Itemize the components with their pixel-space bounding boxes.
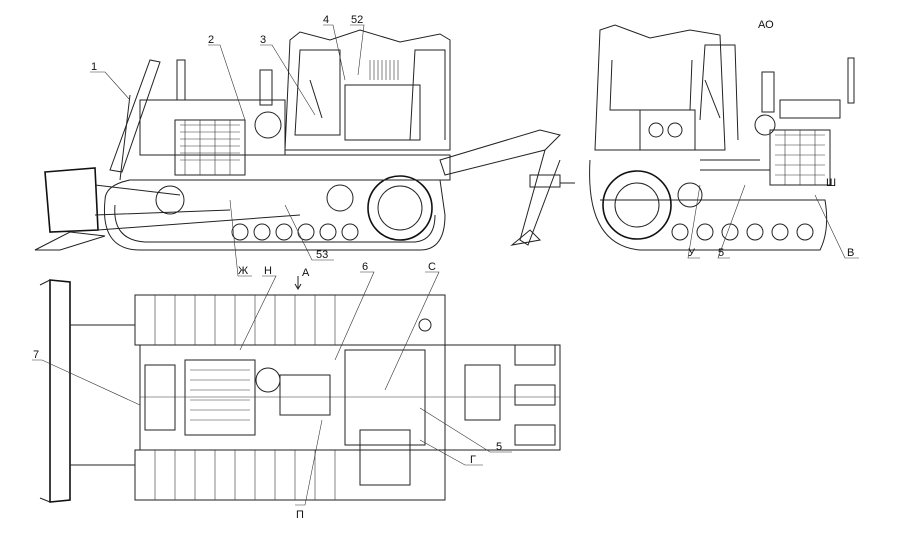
blade-plan	[49, 279, 71, 503]
label-7: 7	[33, 349, 39, 361]
label-u: У	[688, 247, 696, 259]
road-wheels	[671, 223, 814, 241]
exhaust-pipe	[176, 59, 186, 101]
cab-plan	[359, 429, 411, 486]
left-track	[134, 294, 446, 346]
label-v: В	[847, 247, 854, 259]
cab	[284, 29, 451, 151]
ripper-plan	[445, 344, 561, 451]
label-g: Г	[470, 454, 476, 466]
plan-view	[39, 279, 561, 503]
track-shoes	[154, 295, 336, 500]
right-track	[134, 449, 446, 501]
label-1: 1	[91, 61, 97, 73]
air-intake	[761, 71, 775, 113]
label-2: 2	[208, 34, 214, 46]
label-5-rear: 5	[718, 247, 724, 259]
label-53: 53	[316, 249, 328, 261]
exhaust-pipe	[847, 57, 855, 104]
label-5-plan: 5	[496, 441, 502, 453]
cab	[594, 24, 726, 151]
sprocket	[367, 175, 433, 241]
label-3: 3	[260, 34, 266, 46]
side-view	[34, 29, 575, 251]
cab-panel	[344, 84, 421, 141]
label-s: С	[428, 261, 436, 273]
label-p: П	[296, 509, 304, 521]
leader-lines	[32, 24, 859, 506]
engine-plan	[184, 359, 256, 436]
label-n: Н	[264, 265, 272, 277]
labels: АО 1 2 3 4 52 53 Ж У 5 В Ш Н А 6 С 7 5 Г…	[33, 14, 854, 521]
label-a: А	[302, 267, 310, 279]
engine-hood	[139, 99, 286, 156]
lift-cylinder	[109, 59, 161, 173]
label-52: 52	[351, 14, 363, 26]
radiator	[144, 364, 176, 431]
label-zh: Ж	[238, 265, 248, 277]
air-intake	[259, 69, 273, 106]
ripper-arm	[439, 129, 561, 176]
sprocket	[602, 170, 672, 240]
frame	[139, 344, 446, 451]
label-6: 6	[362, 261, 368, 273]
rear-side-view	[589, 24, 855, 251]
view-arrow-icon	[294, 276, 302, 290]
track	[103, 179, 446, 251]
drawing-title: АО	[758, 19, 774, 31]
blade	[44, 167, 99, 233]
road-wheels	[231, 223, 359, 241]
label-4: 4	[323, 14, 329, 26]
label-sh: Ш	[826, 177, 836, 189]
